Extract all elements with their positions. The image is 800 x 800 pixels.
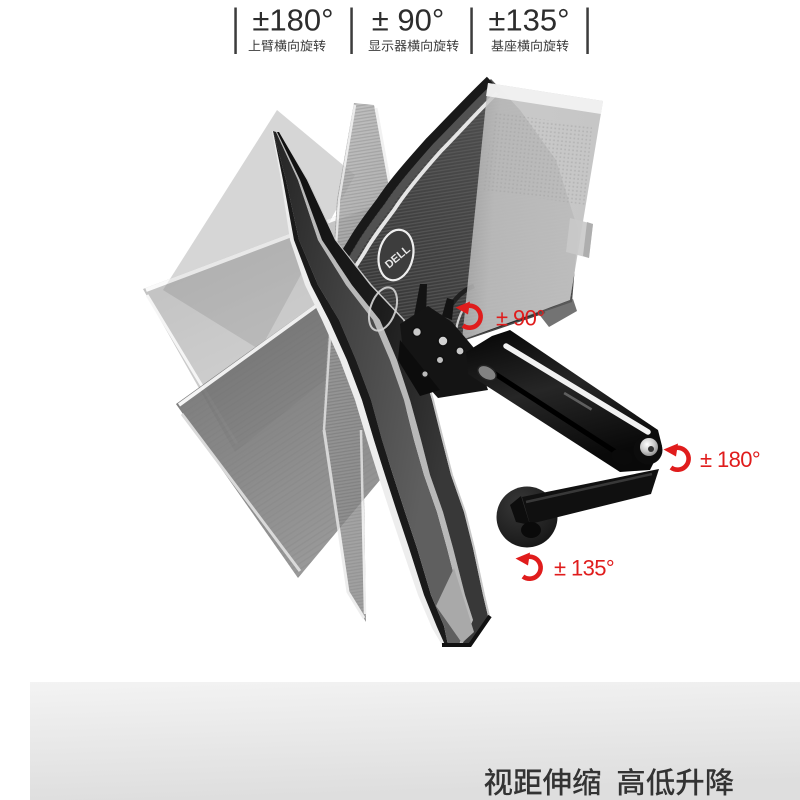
svg-text:± 135°: ± 135°	[554, 556, 614, 581]
svg-text:±135°: ±135°	[488, 3, 569, 38]
svg-text:± 90°: ± 90°	[496, 306, 544, 331]
svg-text:± 180°: ± 180°	[700, 447, 760, 472]
svg-text:± 90°: ± 90°	[372, 3, 445, 38]
svg-text:±180°: ±180°	[252, 3, 333, 38]
